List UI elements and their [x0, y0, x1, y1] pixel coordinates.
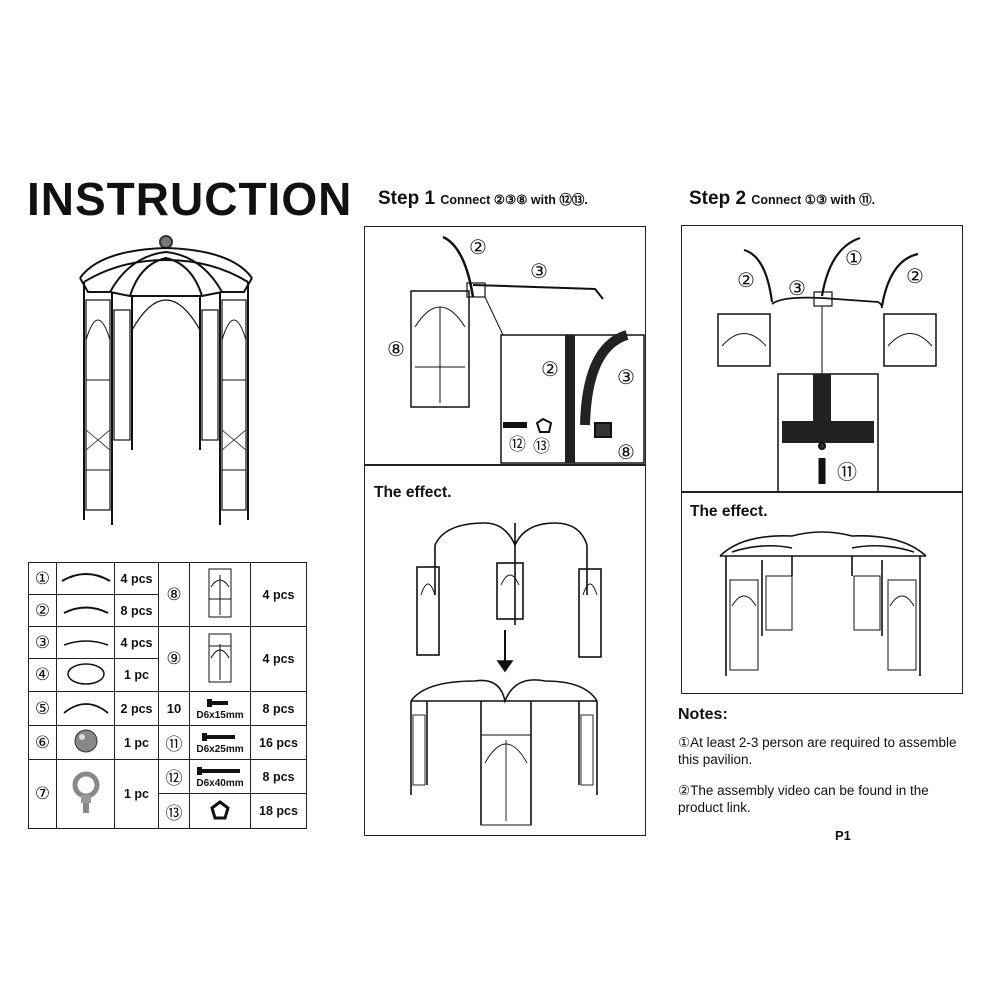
step1-diagram-box: ② ③ ⑧ ② ③ ⑫ ⑬ ⑧ — [364, 226, 646, 466]
part-qty: 1 pc — [114, 759, 159, 829]
eye-bolt-icon — [56, 759, 115, 829]
part-number: ③ — [28, 626, 57, 659]
part-number: ⑪ — [158, 725, 190, 760]
parts-table: ① 4 pcs ⑧ 4 pcs ② 8 pcs ③ 4 pcs ⑨ 4 pcs … — [28, 562, 307, 829]
callout-3: ③ — [788, 276, 806, 300]
ball-finial-icon — [56, 725, 115, 760]
table-row: ⑦ 1 pc ⑫ D6x40mm 8 pcs — [28, 759, 307, 829]
step2-effect-box: The effect. — [681, 491, 963, 694]
step1-instruction: Connect ②③⑧ with ⑫⑬. — [440, 193, 588, 207]
part-number: ① — [28, 562, 57, 595]
gate-panel-icon — [189, 562, 251, 627]
callout-2-left: ② — [737, 268, 755, 292]
part-qty: 4 pcs — [250, 626, 307, 692]
step1-heading: Step 1 Connect ②③⑧ with ⑫⑬. — [378, 188, 588, 210]
callout-8: ⑧ — [387, 337, 405, 361]
callout-2-detail: ② — [541, 357, 559, 381]
part-qty: 8 pcs — [250, 759, 307, 794]
table-row: ⑤ 2 pcs 10 D6x15mm 8 pcs — [28, 691, 307, 726]
step2-instruction: Connect ①③ with ⑪. — [751, 193, 876, 207]
page-number: P1 — [835, 828, 851, 843]
part-number: ⑦ — [28, 759, 57, 829]
part-qty: 4 pcs — [114, 562, 159, 595]
callout-11: ⑪ — [837, 460, 857, 484]
screw-icon: D6x15mm — [189, 691, 251, 726]
callout-12: ⑫ — [509, 435, 526, 455]
notes-heading: Notes: — [678, 706, 728, 723]
screw-icon: D6x40mm — [189, 759, 251, 794]
part-qty: 8 pcs — [250, 691, 307, 726]
part-qty: 16 pcs — [250, 725, 307, 760]
step1-effect-box: The effect. — [364, 464, 646, 836]
table-row: ② 8 pcs — [28, 594, 307, 627]
part-number: ⑫ — [158, 759, 190, 794]
step2-title: Step 2 — [689, 188, 747, 209]
screw-icon: D6x25mm — [189, 725, 251, 760]
half-arc-icon — [56, 691, 115, 726]
table-row: ⑥ 1 pc ⑪ D6x25mm 16 pcs — [28, 725, 307, 760]
callout-3: ③ — [530, 259, 548, 283]
part-number: ⑬ — [158, 793, 190, 829]
table-row: ④ 1 pc — [28, 658, 307, 692]
side-panel-icon — [189, 626, 251, 692]
part-number: ⑨ — [158, 626, 190, 692]
step1-effect-label: The effect. — [374, 484, 452, 501]
part-number: ⑤ — [28, 691, 57, 726]
callout-13: ⑬ — [533, 437, 550, 457]
flat-arc-icon — [56, 626, 115, 659]
part-qty: 1 pc — [114, 725, 159, 760]
note-2: ②The assembly video can be found in the … — [678, 783, 929, 815]
table-row: ① 4 pcs ⑧ 4 pcs — [28, 562, 307, 627]
ring-icon — [56, 658, 115, 692]
step2-heading: Step 2 Connect ①③ with ⑪. — [689, 188, 875, 210]
part-qty: 4 pcs — [114, 626, 159, 659]
callout-2: ② — [469, 235, 487, 259]
callout-1: ① — [845, 246, 863, 270]
callout-8-detail: ⑧ — [617, 440, 635, 464]
screw-size: D6x40mm — [196, 777, 244, 789]
nut-icon — [189, 793, 251, 829]
part-qty: 2 pcs — [114, 691, 159, 726]
note-1: ①At least 2-3 person are required to ass… — [678, 735, 957, 767]
part-qty: 18 pcs — [250, 793, 307, 829]
step2-diagram-box: ② ③ ① ② ⑪ — [681, 225, 963, 493]
step1-title: Step 1 — [378, 188, 436, 209]
part-number: ② — [28, 594, 57, 627]
long-arc-icon — [56, 562, 115, 595]
part-qty: 8 pcs — [114, 594, 159, 627]
table-row: ⑬ 18 pcs — [29, 793, 307, 829]
part-number: ⑧ — [158, 562, 190, 627]
callout-2-right: ② — [906, 264, 924, 288]
step2-effect-label: The effect. — [690, 503, 768, 520]
page-title: INSTRUCTION — [27, 173, 353, 225]
part-number: ⑥ — [28, 725, 57, 760]
callout-3-detail: ③ — [617, 365, 635, 389]
arc-icon — [56, 594, 115, 627]
part-qty: 4 pcs — [250, 562, 307, 627]
screw-size: D6x25mm — [196, 743, 244, 755]
part-number: 10 — [158, 691, 190, 726]
part-qty: 1 pc — [114, 658, 159, 692]
part-number: ④ — [28, 658, 57, 692]
screw-size: D6x15mm — [196, 709, 244, 721]
pavilion-illustration — [79, 235, 253, 525]
table-row: ③ 4 pcs ⑨ 4 pcs — [28, 626, 307, 692]
